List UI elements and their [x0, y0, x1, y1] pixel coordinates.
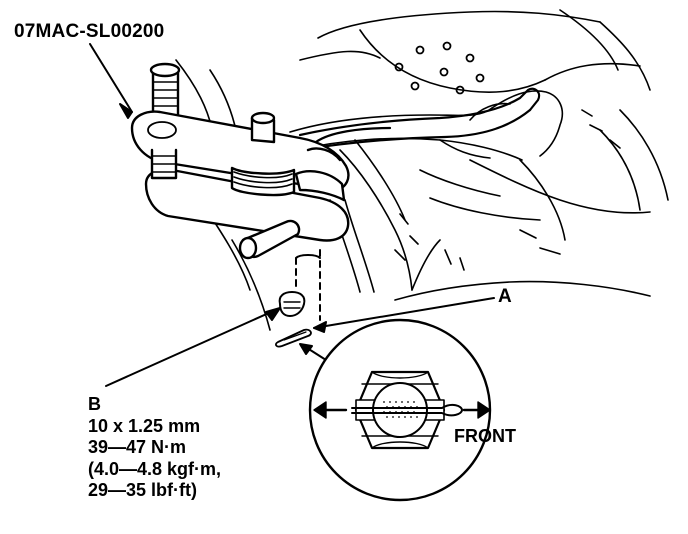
- thread-size: 10 x 1.25 mm: [88, 415, 201, 436]
- castle-nut-b: [278, 291, 306, 317]
- leader-lines: [89, 43, 495, 387]
- torque-lbfft: 29—35 lbf·ft): [88, 480, 198, 500]
- tool-leader: [89, 43, 133, 113]
- cotter-pin-a: [275, 328, 312, 348]
- ball-joint-remover-tool: [130, 62, 350, 260]
- detail-view: [308, 318, 492, 502]
- callout-b-leader: [105, 307, 281, 387]
- tool-threaded-barrel: [230, 166, 296, 197]
- front-direction-label: FRONT: [454, 426, 516, 446]
- castle-nut-spec: B 10 x 1.25 mm 39—47 N·m (4.0—4.8 kgf·m,…: [88, 394, 221, 502]
- tool-part-number: 07MAC-SL00200: [14, 21, 165, 42]
- ball-joint-stud: [295, 249, 321, 321]
- callout-a-label: A: [498, 286, 512, 307]
- tool-screw-head: [149, 62, 181, 78]
- callout-b-label: B: [88, 394, 101, 414]
- callout-a-leader: [313, 297, 495, 329]
- cotter-pin-top-view: [351, 403, 463, 417]
- torque-kgfm: (4.0—4.8 kgf·m,: [88, 458, 222, 479]
- stud-end: [372, 382, 428, 438]
- torque-nm: 39—47 N·m: [88, 437, 187, 457]
- lower-control-arm: [298, 87, 541, 152]
